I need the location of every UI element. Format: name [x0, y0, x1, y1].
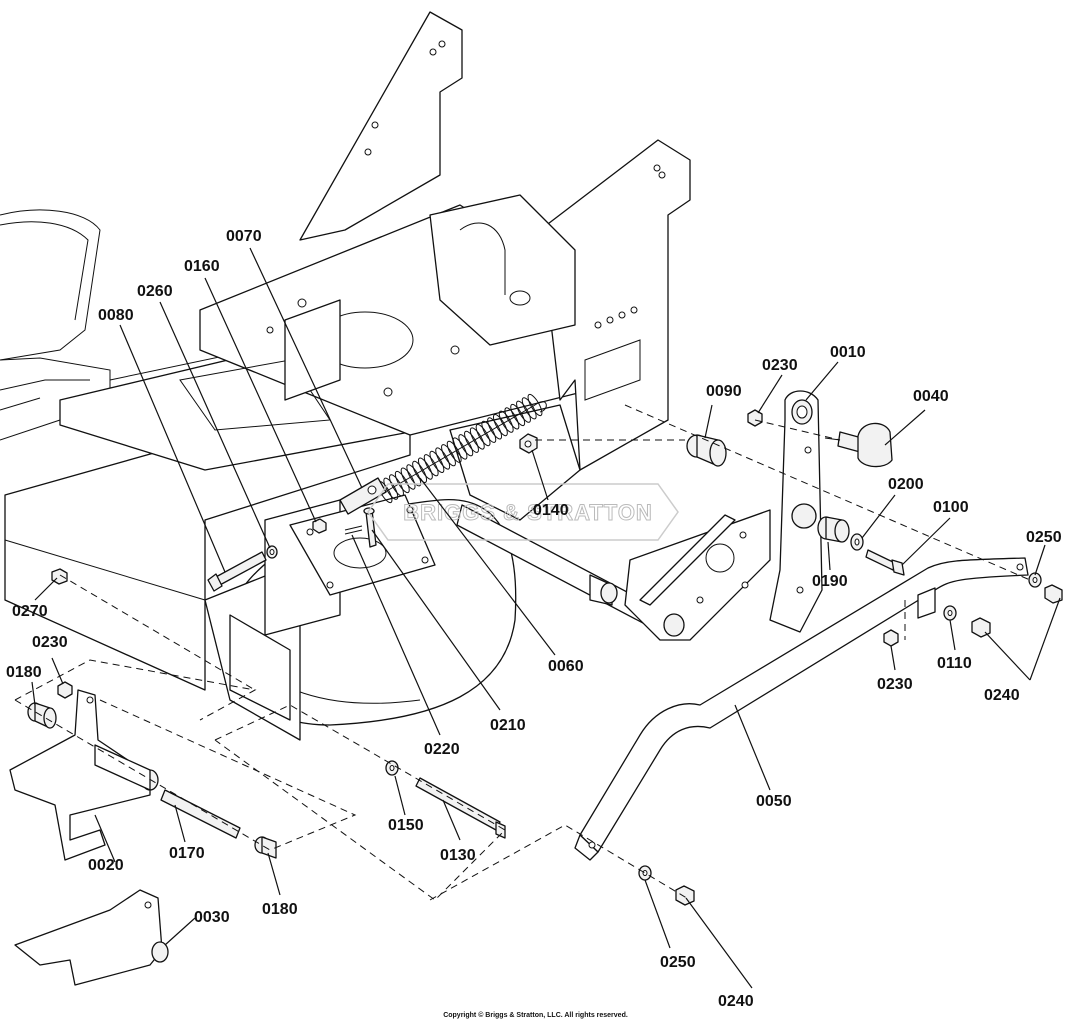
- bushing-0180-right: [254, 836, 277, 859]
- frame-left-panel: [4, 339, 411, 691]
- bolt-0080: [207, 551, 267, 592]
- callout-0240-lower: 0240: [718, 993, 754, 1010]
- callout-0100: 0100: [933, 499, 969, 516]
- spring-coil: [429, 450, 445, 473]
- callout-0250-right: 0250: [1026, 529, 1062, 546]
- callout-0210: 0210: [490, 717, 526, 734]
- spring-coil: [458, 434, 474, 457]
- spring-coil: [435, 447, 451, 470]
- bolt-0130: [415, 777, 506, 839]
- spring-coil: [492, 414, 508, 437]
- washer-0260: [266, 545, 278, 559]
- watermark-text: BRIGGS & STRATTON: [403, 500, 653, 525]
- hex-nut-0230-top: [747, 409, 763, 427]
- foot-pedal-rod: [574, 557, 1029, 861]
- bushing-0190: [817, 516, 850, 543]
- bolt-0100: [865, 549, 905, 576]
- spring-coil: [406, 464, 422, 487]
- callout-0050: 0050: [756, 793, 792, 810]
- screw-0240-upper: [1044, 584, 1063, 604]
- spring-coil: [441, 444, 456, 467]
- nylon-bushing-0140: [519, 433, 538, 454]
- callout-0130: 0130: [440, 847, 476, 864]
- callout-0150: 0150: [388, 817, 424, 834]
- callout-0230-left: 0230: [32, 634, 68, 651]
- spring-coil: [481, 420, 497, 443]
- spring-coil: [446, 440, 462, 463]
- hex-nut-0230-right: [883, 629, 899, 647]
- assembly-artwork: [0, 11, 1063, 986]
- callout-0270: 0270: [12, 603, 48, 620]
- center-bracket: [429, 194, 576, 346]
- callout-0240-right: 0240: [984, 687, 1020, 704]
- spring-clevis: [339, 477, 387, 515]
- washer-0110: [943, 605, 957, 621]
- brand-watermark: BRIGGS & STRATTON: [367, 483, 679, 541]
- callout-0180-left: 0180: [6, 664, 42, 681]
- leader-lines: [31, 247, 1061, 989]
- callout-0220: 0220: [424, 741, 460, 758]
- ball-joint: [824, 422, 893, 468]
- callout-0250-lower: 0250: [660, 954, 696, 971]
- copyright-notice: Copyright © Briggs & Stratton, LLC. All …: [443, 1012, 628, 1019]
- callout-0020: 0020: [88, 857, 124, 874]
- callout-0070: 0070: [226, 228, 262, 245]
- frame-rear-upright-left: [299, 11, 463, 241]
- seat-outline: [0, 209, 111, 441]
- spring-coil: [417, 457, 433, 480]
- spring-coil: [487, 417, 503, 440]
- spring-coil: [383, 477, 399, 500]
- spring-coil: [516, 400, 531, 423]
- spring-coil: [521, 397, 537, 420]
- callout-0060: 0060: [548, 658, 584, 675]
- assembly-guide-lines: [14, 404, 1031, 901]
- callout-0260: 0260: [137, 283, 173, 300]
- callout-0040: 0040: [913, 388, 949, 405]
- cotter-pin: [344, 525, 363, 535]
- spring-coil: [527, 393, 543, 417]
- spring-coil: [498, 410, 514, 433]
- callout-0090: 0090: [706, 383, 742, 400]
- pedal-bracket-0020: [9, 689, 159, 861]
- hex-nut-0160: [312, 518, 327, 534]
- screw-0240-lower: [675, 885, 695, 906]
- hex-nut-0270: [51, 568, 68, 585]
- washer-0250-lower: [638, 865, 652, 881]
- callout-0180-right: 0180: [262, 901, 298, 918]
- callout-0170: 0170: [169, 845, 205, 862]
- pedal-shaft: [456, 504, 666, 633]
- spring-coil: [400, 467, 416, 490]
- washer-0250-upper: [1028, 572, 1042, 588]
- bushing-0180-left: [27, 702, 57, 729]
- rod-0170: [160, 789, 241, 839]
- callout-0190: 0190: [812, 573, 848, 590]
- callout-0140: 0140: [533, 502, 569, 519]
- callout-0010: 0010: [830, 344, 866, 361]
- spacer-0090: [686, 434, 727, 467]
- spring-coil: [464, 430, 479, 453]
- callout-0160: 0160: [184, 258, 220, 275]
- pedal-bracket-plate: [624, 509, 771, 641]
- washer-0150: [385, 760, 399, 776]
- callout-0200: 0200: [888, 476, 924, 493]
- spring-coil: [423, 454, 439, 477]
- spring-coil: [469, 427, 485, 450]
- callout-0030: 0030: [194, 909, 230, 926]
- spring-coil: [412, 460, 428, 483]
- pedal-bracket-0030: [14, 889, 169, 986]
- washer-0200: [850, 533, 864, 551]
- frame-rear-upright-right: [539, 139, 691, 471]
- callout-0230-right: 0230: [877, 676, 913, 693]
- spring-coil: [452, 437, 468, 460]
- spring-coil: [504, 407, 520, 430]
- callout-labels: 0010 0020 0030 0040 0050 0060 0070 0080 …: [6, 228, 1062, 1010]
- callout-0110: 0110: [937, 655, 972, 672]
- spring-coil: [475, 424, 491, 447]
- pedal-lever-arm: [769, 390, 823, 633]
- hex-nut-0230-left: [57, 681, 73, 699]
- spring-coil: [510, 403, 526, 427]
- callout-0230-top: 0230: [762, 357, 798, 374]
- callout-0080: 0080: [98, 307, 134, 324]
